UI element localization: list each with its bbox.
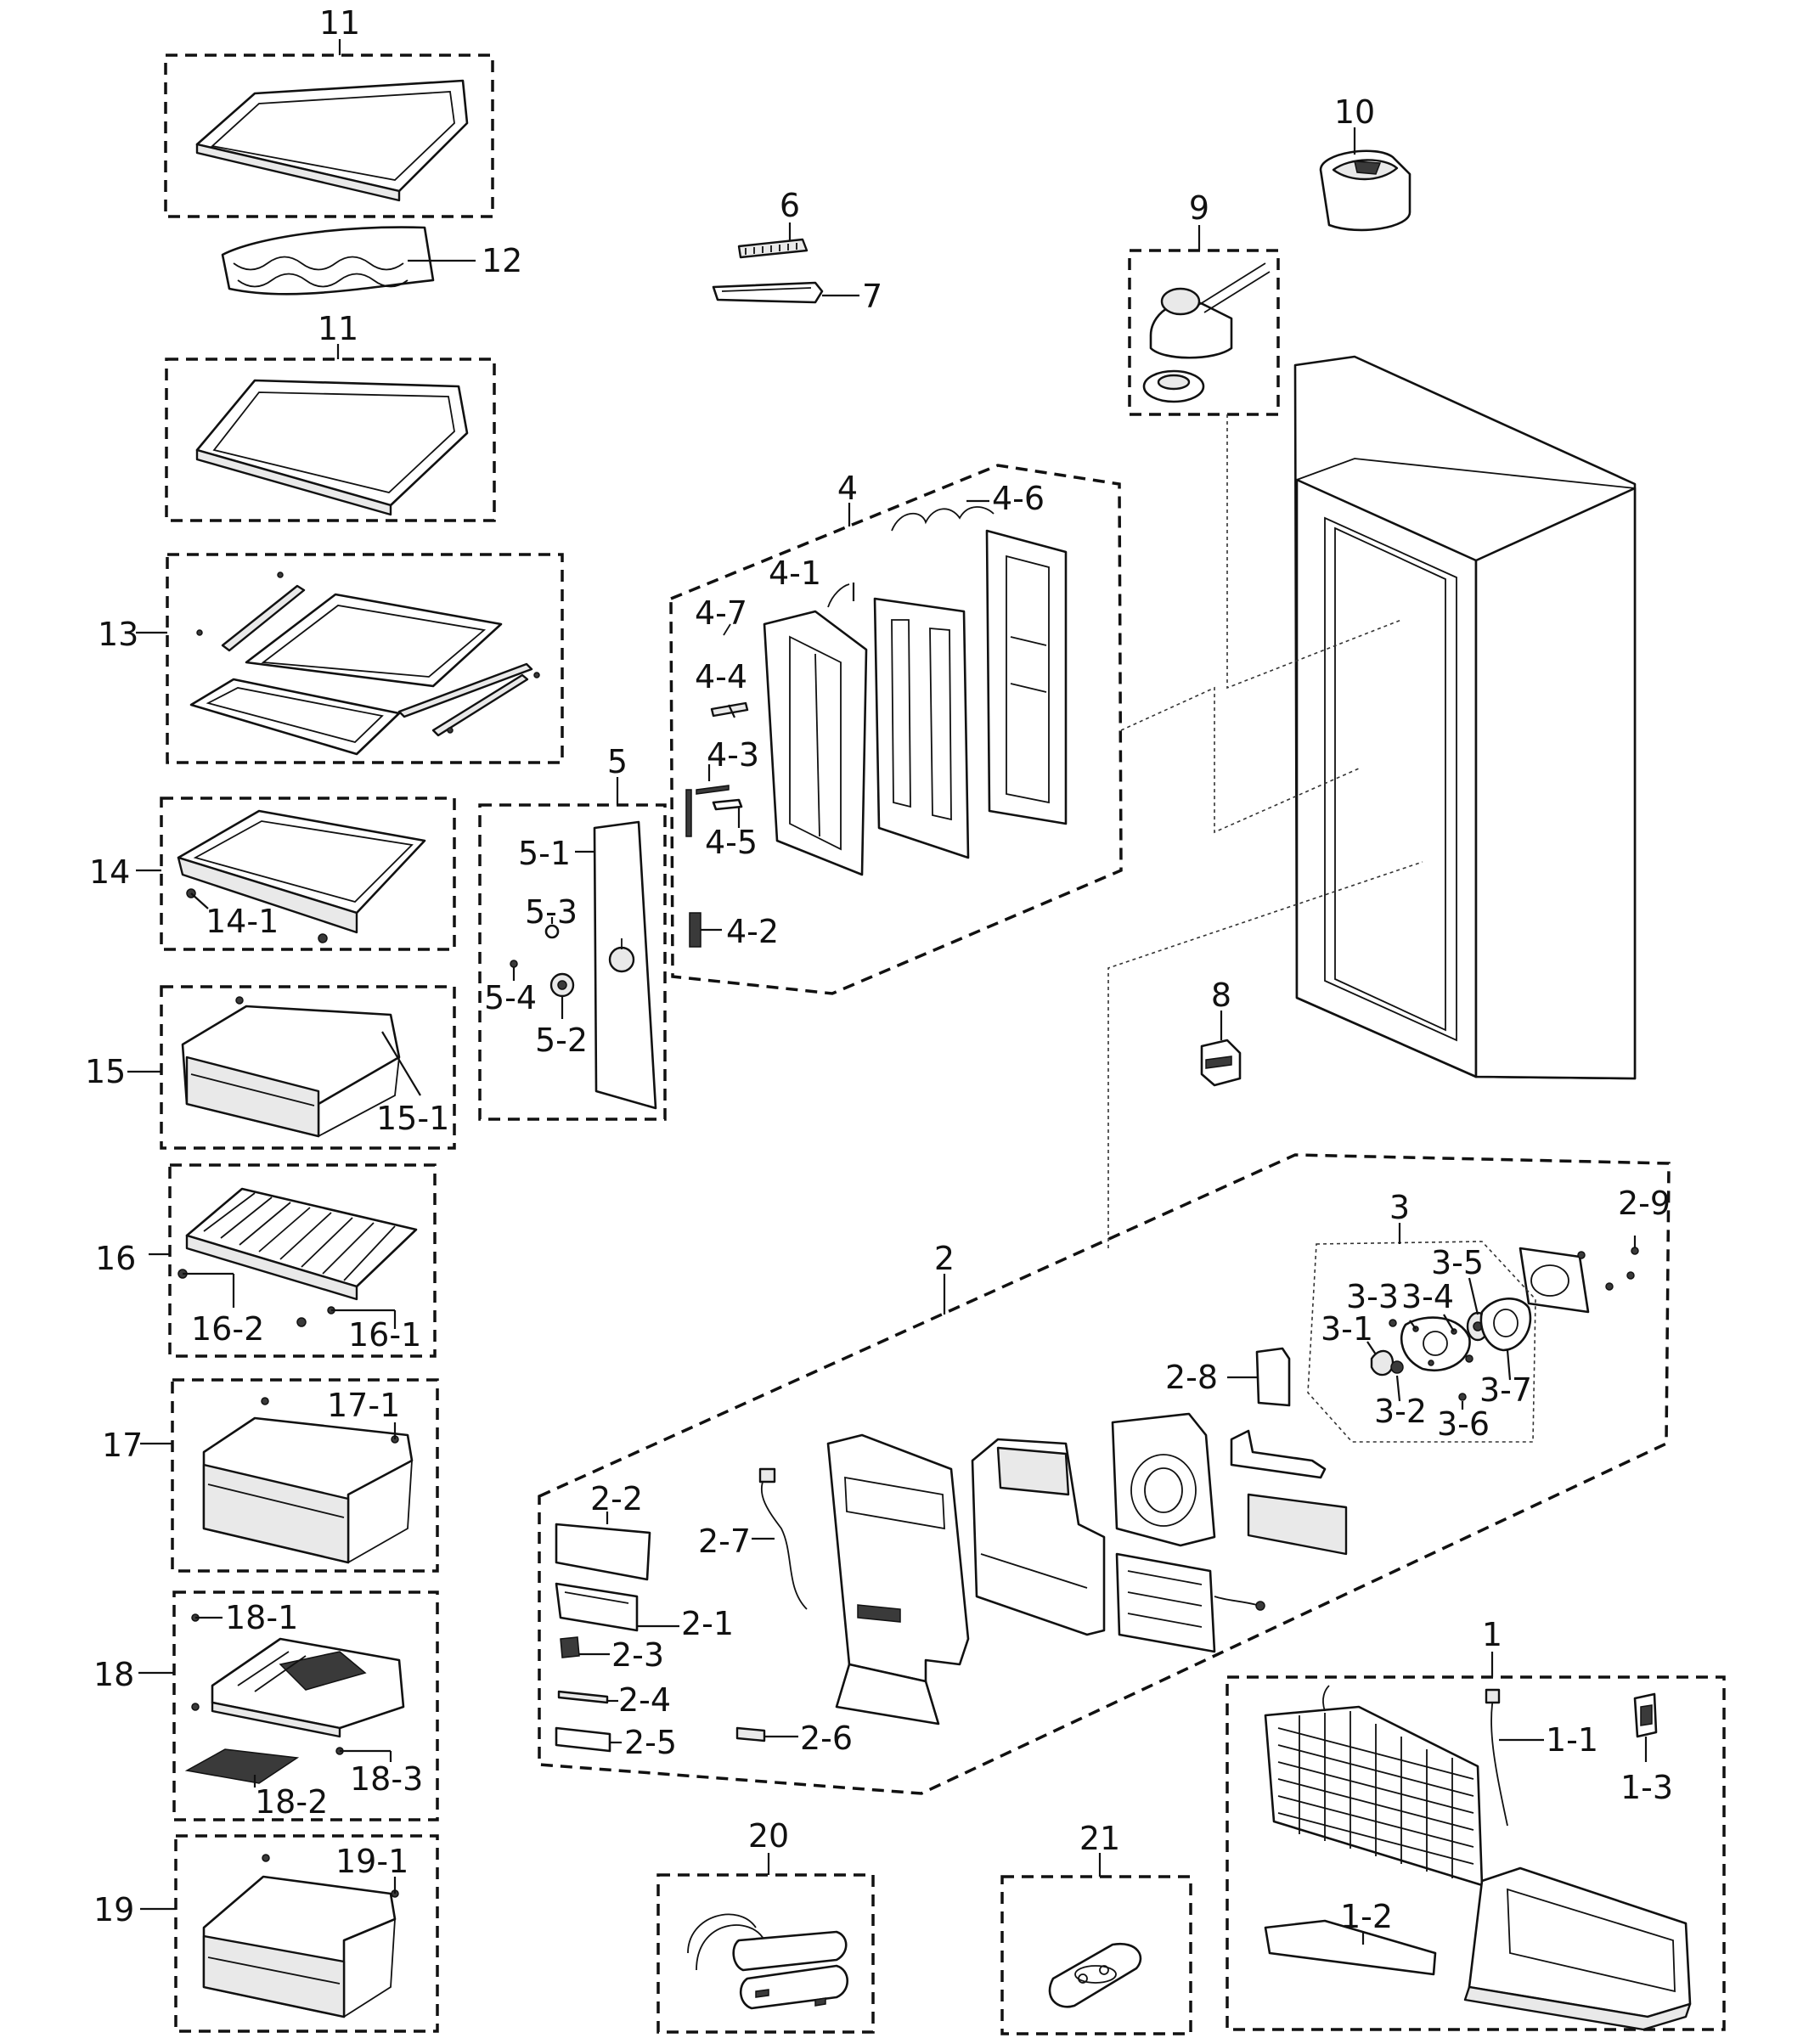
label-18-2: 18-2 [255,1783,328,1821]
label-18: 18 [93,1656,134,1693]
label-17: 17 [102,1427,143,1464]
deli-drawer-group-17 [140,1378,439,1573]
label-5: 5 [607,743,628,780]
label-11-second: 11 [318,310,358,347]
label-19: 19 [93,1891,134,1928]
part-6-7 [712,222,859,304]
label-2-6: 2-6 [800,1720,853,1757]
part-group-9 [1128,225,1280,416]
label-1-1: 1-1 [1546,1721,1598,1759]
label-18-3: 18-3 [350,1760,423,1798]
part-10 [1319,127,1411,232]
drawer-cover-group-18 [138,1590,439,1821]
label-4-5: 4-5 [705,824,758,861]
label-16-1: 16-1 [348,1316,421,1354]
crisper-cover-group-14 [136,797,456,951]
label-3-3: 3-3 [1346,1278,1399,1315]
label-5-4: 5-4 [484,979,537,1016]
ice-tray-group-20 [656,1853,875,2034]
label-4-7: 4-7 [695,594,747,632]
label-2-1: 2-1 [681,1605,734,1642]
egg-tray-group-21 [1000,1853,1192,2035]
label-4: 4 [837,470,858,507]
label-5-2: 5-2 [535,1022,588,1059]
label-3-5: 3-5 [1431,1244,1484,1281]
label-2-4: 2-4 [618,1681,671,1719]
label-1-2: 1-2 [1340,1898,1393,1935]
label-6: 6 [780,187,800,224]
deli-cover-group-16 [149,1163,437,1358]
label-8: 8 [1211,977,1231,1014]
duct-group-4 [669,464,1123,995]
label-2-2: 2-2 [590,1480,643,1517]
label-13: 13 [98,616,138,653]
label-2-5: 2-5 [624,1724,677,1761]
wine-rack-12 [221,226,476,296]
label-2-9: 2-9 [1618,1185,1671,1222]
label-14-1: 14-1 [206,903,279,940]
shelf-group-13 [136,553,564,764]
label-1: 1 [1482,1616,1502,1653]
label-3-7: 3-7 [1479,1371,1532,1409]
label-1-3: 1-3 [1620,1769,1673,1806]
label-4-3: 4-3 [707,736,759,774]
refrigerator-cabinet [1107,355,1637,1248]
label-2-7: 2-7 [698,1523,751,1560]
crisper-drawer-group-15 [127,985,456,1150]
part-8 [1200,1011,1242,1087]
label-11-top: 11 [319,4,360,42]
label-14: 14 [89,853,130,891]
label-16-2: 16-2 [191,1310,264,1348]
label-18-1: 18-1 [225,1599,298,1636]
label-2: 2 [934,1240,955,1277]
label-2-3: 2-3 [611,1636,664,1674]
evaporator-cover-group-2 [538,1153,1671,1795]
label-17-1: 17-1 [327,1387,400,1424]
label-3: 3 [1389,1189,1410,1226]
label-19-1: 19-1 [335,1843,409,1880]
label-20: 20 [748,1817,789,1855]
drawer-group-19 [140,1834,439,2033]
fan-motor-group-3 [1307,1223,1536,1443]
label-3-1: 3-1 [1321,1310,1373,1348]
label-5-1: 5-1 [518,835,571,872]
label-2-8: 2-8 [1165,1359,1218,1396]
label-15-1: 15-1 [376,1100,449,1137]
label-4-1: 4-1 [769,555,821,592]
label-12: 12 [482,242,522,279]
label-3-4: 3-4 [1401,1278,1454,1315]
label-7: 7 [862,278,882,315]
label-9: 9 [1189,189,1209,227]
label-4-4: 4-4 [695,658,747,695]
label-16: 16 [95,1240,136,1277]
label-3-6: 3-6 [1437,1405,1490,1443]
shelf-group-11-top [164,39,494,218]
shelf-group-11-second [165,344,496,522]
label-3-2: 3-2 [1374,1393,1427,1430]
evaporator-group-1 [1226,1652,1726,2031]
label-21: 21 [1079,1820,1120,1857]
label-5-3: 5-3 [525,893,578,931]
panel-group-5 [478,777,667,1121]
label-15: 15 [85,1053,126,1090]
label-10: 10 [1334,93,1375,131]
label-4-2: 4-2 [726,913,779,950]
label-4-6: 4-6 [992,480,1045,517]
